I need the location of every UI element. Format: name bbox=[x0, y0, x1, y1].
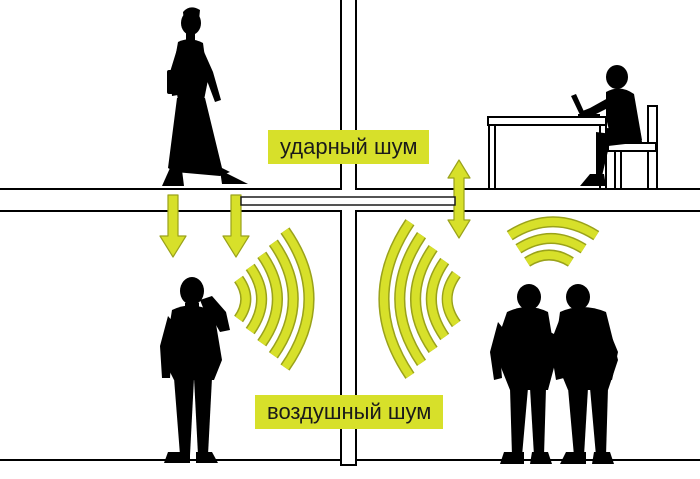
double-arrow-icon bbox=[447, 159, 471, 239]
joint-bottom bbox=[342, 209, 355, 212]
man-at-laptop-icon bbox=[487, 65, 658, 190]
two-men-talking-icon bbox=[490, 284, 618, 464]
arrow-down-icon bbox=[159, 194, 187, 258]
airborne-noise-label: воздушный шум bbox=[255, 395, 444, 429]
impact-path-bar bbox=[240, 196, 456, 206]
man-on-phone-icon bbox=[160, 277, 230, 463]
impact-noise-label: ударный шум bbox=[268, 130, 430, 164]
impact-arrows bbox=[159, 159, 471, 258]
walking-woman-icon bbox=[162, 7, 248, 186]
joint-top bbox=[342, 188, 355, 191]
sound-waves-fill bbox=[235, 217, 599, 379]
